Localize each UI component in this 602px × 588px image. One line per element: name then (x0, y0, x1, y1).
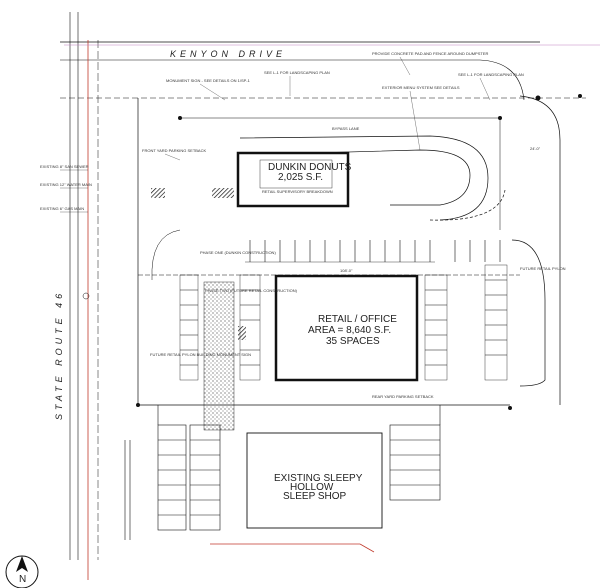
state-route-46-road (69, 12, 99, 560)
existing-sleep-shop-building (246, 432, 383, 529)
sleep-shop-line-1: EXISTING SLEEPY (274, 473, 363, 484)
retail-office-building (274, 274, 419, 382)
dumpster-note: PROVIDE CONCRETE PAD AND FENCE AROUND DU… (372, 51, 488, 56)
retail-spaces: 35 SPACES (326, 336, 380, 347)
south-parking-lot (124, 405, 441, 540)
front-setback-note: FRONT YARD PARKING SETBACK (142, 148, 206, 153)
dunkin-sublabel: RETAIL SUPERVISORY BREAKDOWN (262, 189, 333, 194)
utility-marker (82, 292, 90, 300)
state-route-46-label: STATE ROUTE 46 (54, 290, 64, 420)
monument-sign-note: MONUMENT SIGN - SEE DETAILS ON 1/SP-1 (166, 78, 251, 83)
property-line (64, 40, 600, 580)
dunkin-name: DUNKIN DONUTS (268, 162, 352, 173)
sleep-shop-line-3: SLEEP SHOP (283, 491, 347, 502)
landscaping-note-1: SEE L-1 FOR LANDSCAPING PLAN (264, 70, 330, 75)
bypass-lane-label: BYPASS LANE (332, 126, 360, 131)
sewer-note: EXISTING 8" SAN SEWER (40, 164, 89, 169)
phase-two-label: PHASE TWO (FUTURE RETAIL CONSTRUCTION) (205, 288, 298, 293)
sleep-shop-line-2: HOLLOW (290, 482, 334, 493)
menu-board-note: EXTERIOR MENU SYSTEM SEE DETAILS (382, 85, 460, 90)
kenyon-drive-label: KENYON DRIVE (170, 49, 286, 59)
pylon-note: FUTURE RETAIL PYLON (520, 266, 566, 271)
landscape-island-east (511, 239, 546, 387)
utility-marker (178, 116, 182, 120)
landscape-island-west (151, 229, 181, 281)
rear-setback-note: REAR YARD PARKING SETBACK (372, 394, 434, 399)
dunkin-donuts-building (236, 151, 350, 208)
site-boundary (137, 95, 561, 406)
utility-marker (578, 94, 582, 98)
callout-leaders (60, 56, 491, 213)
hatched-pad-sw (238, 326, 246, 340)
retail-title: RETAIL / OFFICE (318, 314, 397, 325)
retail-width-dimension: 108'-0" (340, 268, 353, 273)
parking-stalls-row (424, 264, 508, 381)
drive-thru-lane (239, 135, 506, 221)
monument-sign-future-note: FUTURE RETAIL PYLON BUILDING MONUMENT SI… (150, 352, 251, 357)
water-note: EXISTING 12" WATER MAIN (40, 182, 92, 187)
kenyon-drive-road (60, 41, 586, 101)
parking-stalls-row (454, 240, 501, 262)
north-arrow-letter: N (19, 574, 26, 585)
east-offset-dimension: 24'-0" (530, 146, 541, 151)
phase-one-label: PHASE ONE (DUNKIN CONSTRUCTION) (200, 250, 276, 255)
dotted-sidewalk (203, 281, 235, 431)
hatched-pad-west (151, 188, 165, 198)
hatched-patio (212, 188, 234, 198)
utility-marker (498, 116, 502, 120)
utility-marker (508, 406, 512, 410)
landscaping-note-2: SEE L-1 FOR LANDSCAPING PLAN (458, 72, 524, 77)
north-arrow-icon (5, 555, 39, 588)
retail-area: AREA = 8,640 S.F. (308, 325, 391, 336)
dunkin-area: 2,025 S.F. (278, 172, 323, 183)
gas-note: EXISTING 6" GAS MAIN (40, 206, 84, 211)
parking-stalls-row (245, 240, 435, 263)
utility-marker (136, 403, 140, 407)
